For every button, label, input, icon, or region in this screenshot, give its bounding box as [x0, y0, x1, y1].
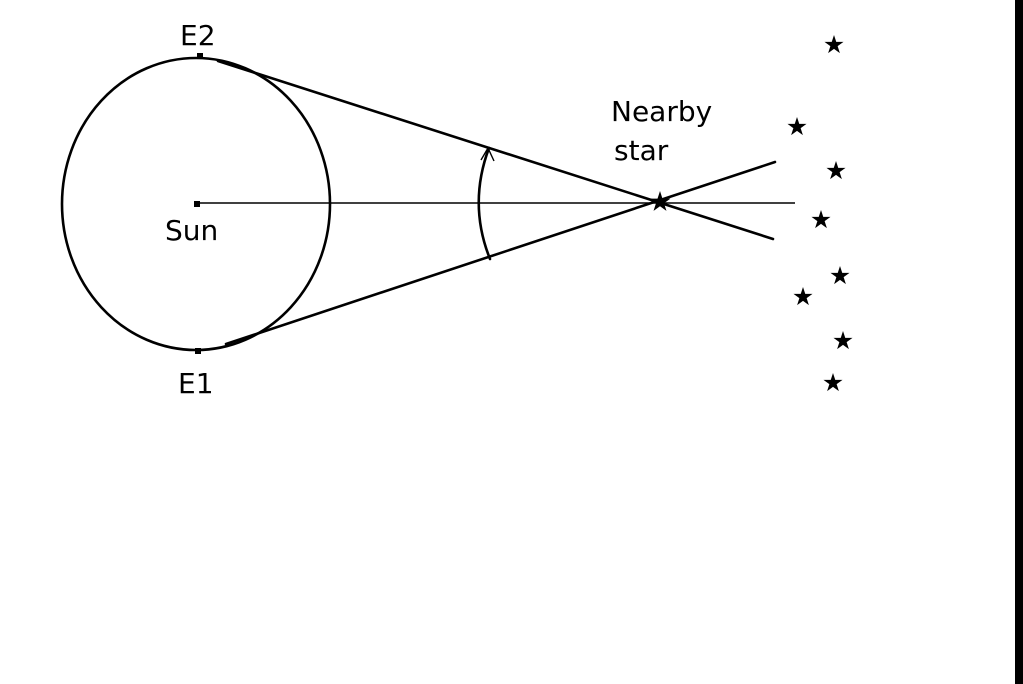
- sightline-from-e2: [216, 59, 775, 241]
- e2-label: E2: [180, 19, 216, 52]
- background-star-icon: [833, 331, 853, 350]
- e1-marker: [195, 348, 201, 354]
- e2-marker: [197, 53, 203, 59]
- nearby-star-label-line1: Nearby: [611, 95, 712, 128]
- e1-label: E1: [178, 367, 214, 400]
- background-star-icon: [811, 210, 831, 229]
- nearby-star-label-line2: star: [614, 134, 669, 167]
- parallax-angle-arrowhead: [480, 146, 495, 162]
- right-edge-bar: [1015, 0, 1023, 684]
- background-star-icon: [826, 161, 846, 180]
- background-star-icon: [830, 266, 850, 285]
- background-star-icon: [824, 35, 844, 54]
- background-star-icon: [823, 373, 843, 392]
- sun-marker: [194, 201, 200, 207]
- nearby-star-icon: [649, 191, 671, 211]
- sun-label: Sun: [165, 214, 218, 247]
- background-star-icon: [793, 287, 813, 306]
- background-stars: [787, 35, 853, 392]
- sightline-from-e1: [224, 160, 777, 346]
- parallax-angle-arc: [477, 146, 492, 261]
- background-star-icon: [787, 117, 807, 136]
